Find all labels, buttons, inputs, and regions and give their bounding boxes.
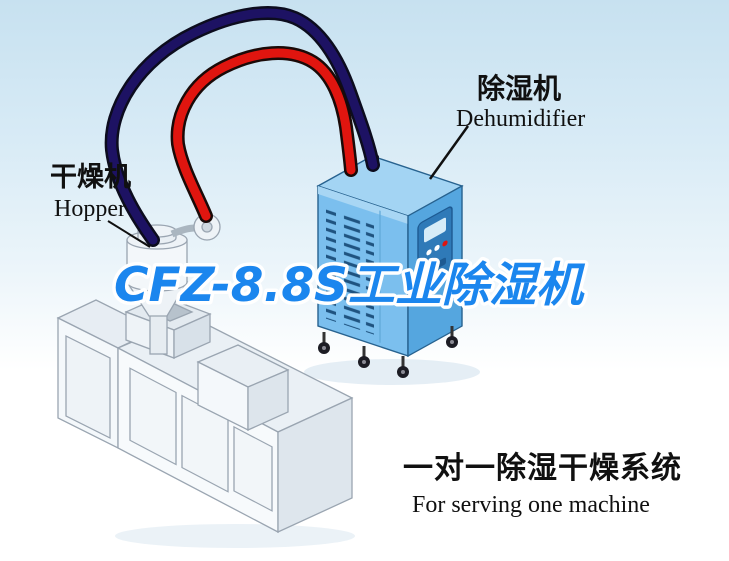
blower-hub <box>201 221 213 233</box>
vent-grille <box>326 208 374 335</box>
product-title: CFZ-8.8S工业除湿机 CFZ-8.8S工业除湿机 <box>111 255 590 317</box>
control-button <box>434 244 440 251</box>
pipe-red <box>173 48 356 221</box>
control-button <box>442 240 448 247</box>
caption-zh: 一对一除湿干燥系统 <box>403 451 682 486</box>
product-title-outline: CFZ-8.8S工业除湿机 <box>114 258 586 313</box>
panel-slot <box>424 257 446 276</box>
dehumidifier-label-zh: 除湿机 <box>477 72 562 105</box>
caption-en: For serving one machine <box>412 492 650 518</box>
cabinet-front <box>317 185 409 357</box>
dehumidifier-leader-line <box>428 125 470 180</box>
return-pipe-navy <box>104 6 380 247</box>
dehumidifier-label-en: Dehumidifier <box>456 106 586 132</box>
machine-shadow <box>115 524 355 548</box>
pipe-navy <box>107 8 378 245</box>
hopper-leader-line <box>107 220 151 248</box>
chute-side <box>173 312 211 360</box>
cabinet-front-band <box>318 186 408 224</box>
hopper-label-zh: 干燥机 <box>50 162 131 193</box>
gearbox-panel <box>65 335 111 439</box>
product-title-text: CFZ-8.8S工业除湿机 <box>114 258 586 313</box>
control-button <box>426 249 432 256</box>
blower-duct <box>170 224 196 238</box>
extruder-machine <box>56 295 354 534</box>
supply-pipe-red <box>170 46 358 223</box>
door-panel <box>233 425 273 512</box>
hopper-body <box>126 239 188 292</box>
hopper-downpipe <box>149 313 168 355</box>
hopper-label-en: Hopper <box>54 196 126 222</box>
mid-box-side <box>247 369 289 432</box>
door-panels <box>129 367 273 512</box>
cabinet-side <box>407 184 463 358</box>
cabinet-shadow <box>304 359 480 385</box>
body-side <box>277 396 353 534</box>
caster-wheels <box>318 326 458 378</box>
panel-display <box>424 217 446 243</box>
door-panel <box>129 367 177 466</box>
